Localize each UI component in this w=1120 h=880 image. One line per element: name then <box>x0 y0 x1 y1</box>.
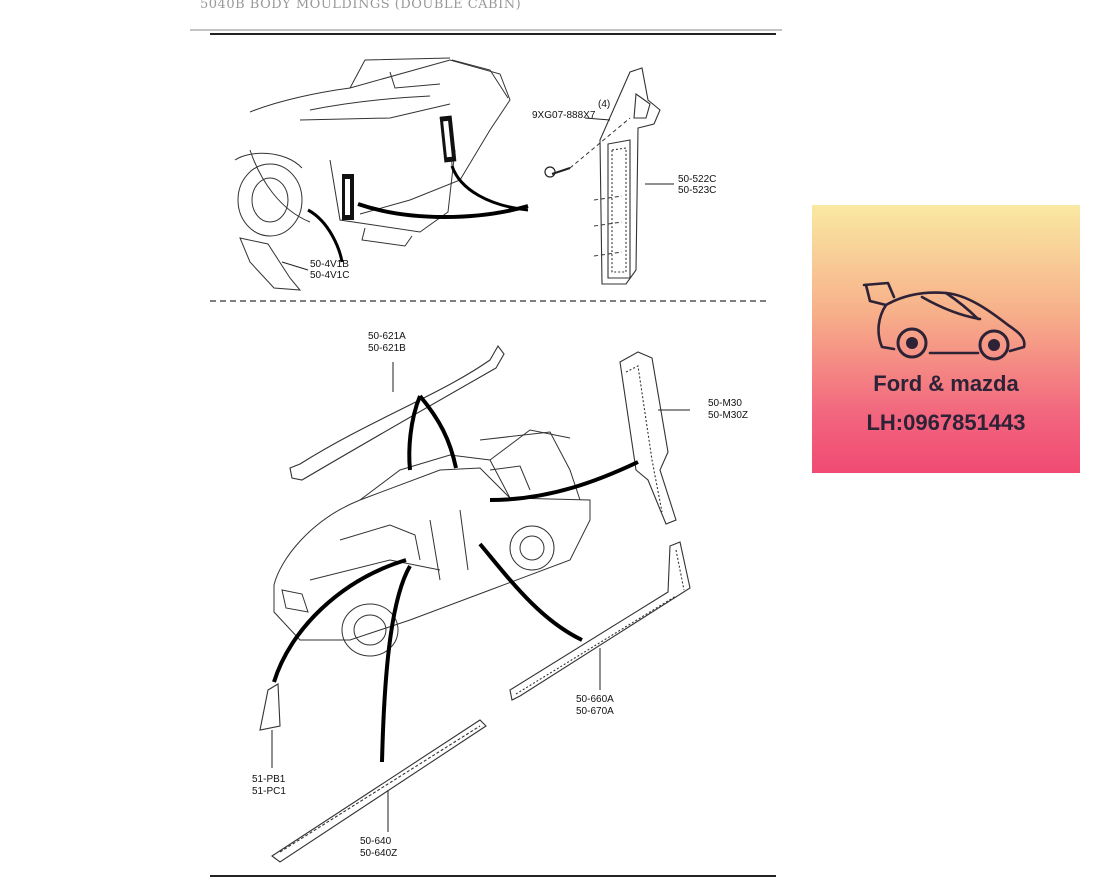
label-screw-qty: (4) <box>598 99 611 110</box>
leader-rear-garnish-left <box>357 202 529 219</box>
ad-brand-text: Ford & mazda <box>873 371 1019 396</box>
label-roof-a: 50-621A <box>368 331 406 342</box>
leader-mudflap <box>307 208 344 263</box>
leader-sill <box>478 542 583 642</box>
leader-roof-left <box>407 395 422 471</box>
rear-pickup-illustration <box>234 57 511 247</box>
dealer-ad-card: Ford & mazda LH:0967851443 <box>812 205 1080 473</box>
label-mirror-a: 51-PB1 <box>252 774 286 785</box>
label-pillar-a: 50-M30 <box>708 398 742 409</box>
sports-car-icon <box>862 281 1026 361</box>
right-rear-garnish-inner <box>443 120 452 158</box>
leader-pillar <box>489 460 639 502</box>
pickup-illustration <box>273 429 591 657</box>
label-mudflap-b: 50-4V1C <box>310 270 350 281</box>
label-sill-b: 50-670A <box>576 706 614 717</box>
screw-icon <box>544 166 571 178</box>
label-mudflap-a: 50-4V1B <box>310 259 349 270</box>
rear-garnish-highlight <box>342 115 457 220</box>
label-rear-garnish-a: 50-522C <box>678 174 717 185</box>
leader-rear-garnish-right <box>450 165 529 212</box>
leader-roof-right <box>418 394 458 469</box>
mirror-cover-part <box>259 683 281 731</box>
label-roof-b: 50-621B <box>368 343 406 354</box>
mudflap-leader-line <box>281 261 309 271</box>
label-belt-a: 50-640 <box>360 836 392 847</box>
roof-moulding-part <box>289 345 505 481</box>
diagram-title: 5040B BODY MOULDINGS (DOUBLE CABIN) <box>200 0 522 12</box>
screw-dashed-guides <box>569 117 631 257</box>
belt-moulding-part <box>271 719 487 863</box>
rear-garnish-part <box>599 67 661 285</box>
label-sill-a: 50-660A <box>576 694 614 705</box>
screw-leader-line <box>584 117 611 121</box>
sill-moulding-part <box>509 541 691 701</box>
diagram-drawing <box>190 29 782 877</box>
label-rear-garnish-b: 50-523C <box>678 185 717 196</box>
leader-mirror <box>272 558 407 683</box>
mudflap-part <box>239 237 302 291</box>
label-mirror-b: 51-PC1 <box>252 786 286 797</box>
leader-belt <box>380 564 412 763</box>
pillar-moulding-part <box>619 351 677 525</box>
label-pillar-b: 50-M30Z <box>708 410 749 421</box>
label-screw: 9XG07-888X7 <box>532 110 596 121</box>
ad-phone-text: LH:0967851443 <box>866 410 1026 435</box>
parts-diagram-sheet: 5040B BODY MOULDINGS (DOUBLE CABIN) <box>190 0 782 880</box>
left-rear-garnish-inner <box>345 179 350 215</box>
leader-curves <box>272 394 639 763</box>
label-belt-b: 50-640Z <box>360 848 398 859</box>
